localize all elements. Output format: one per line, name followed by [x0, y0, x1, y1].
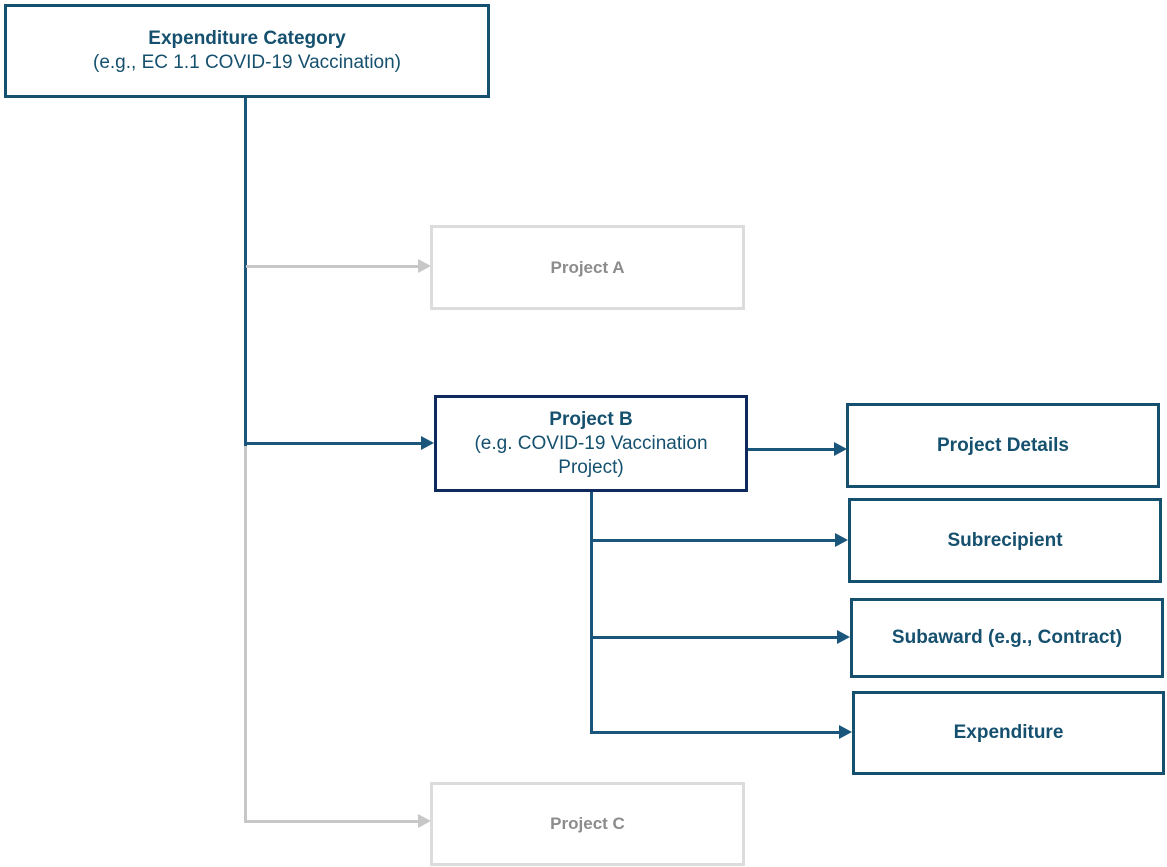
- node-expenditure: Expenditure: [852, 691, 1165, 775]
- node-expenditure-category-title: Expenditure Category: [148, 28, 346, 49]
- connector-to-subaward: [590, 636, 839, 639]
- node-expenditure-title: Expenditure: [953, 722, 1064, 743]
- connector-trunk-dark: [244, 97, 247, 446]
- node-expenditure-category: Expenditure Category (e.g., EC 1.1 COVID…: [4, 4, 490, 98]
- node-project-c-title: Project C: [550, 814, 625, 833]
- arrowhead-subaward-icon: [837, 630, 850, 644]
- node-subrecipient-title: Subrecipient: [947, 529, 1063, 551]
- node-project-b: Project B (e.g. COVID-19 Vaccination Pro…: [434, 395, 748, 492]
- connector-project-b-stem: [590, 492, 593, 734]
- connector-to-expenditure: [590, 731, 841, 734]
- node-subaward: Subaward (e.g., Contract): [850, 598, 1164, 678]
- node-subrecipient: Subrecipient: [848, 498, 1162, 583]
- connector-to-project-details: [748, 448, 836, 451]
- arrowhead-expenditure-icon: [839, 725, 852, 739]
- node-project-details-title: Project Details: [937, 434, 1069, 456]
- arrowhead-project-b-icon: [421, 436, 434, 450]
- node-subaward-title: Subaward (e.g., Contract): [891, 627, 1123, 648]
- arrowhead-project-c-icon: [418, 814, 431, 828]
- node-project-b-title: Project B: [549, 408, 633, 430]
- node-project-a-title: Project A: [550, 257, 625, 277]
- connector-to-project-c: [246, 820, 419, 823]
- node-project-b-subtitle: (e.g. COVID-19 Vaccination Project): [474, 432, 708, 478]
- connector-to-project-b: [244, 442, 423, 445]
- node-project-a: Project A: [430, 225, 745, 310]
- arrowhead-project-a-icon: [418, 259, 431, 273]
- connector-to-project-a: [246, 265, 419, 268]
- arrowhead-subrecipient-icon: [835, 533, 848, 547]
- connector-trunk-gray: [244, 446, 247, 823]
- node-project-details: Project Details: [846, 403, 1160, 488]
- arrowhead-project-details-icon: [834, 442, 847, 456]
- node-project-c: Project C: [430, 782, 745, 866]
- connector-to-subrecipient: [590, 539, 837, 542]
- node-expenditure-category-subtitle: (e.g., EC 1.1 COVID-19 Vaccination): [93, 52, 401, 73]
